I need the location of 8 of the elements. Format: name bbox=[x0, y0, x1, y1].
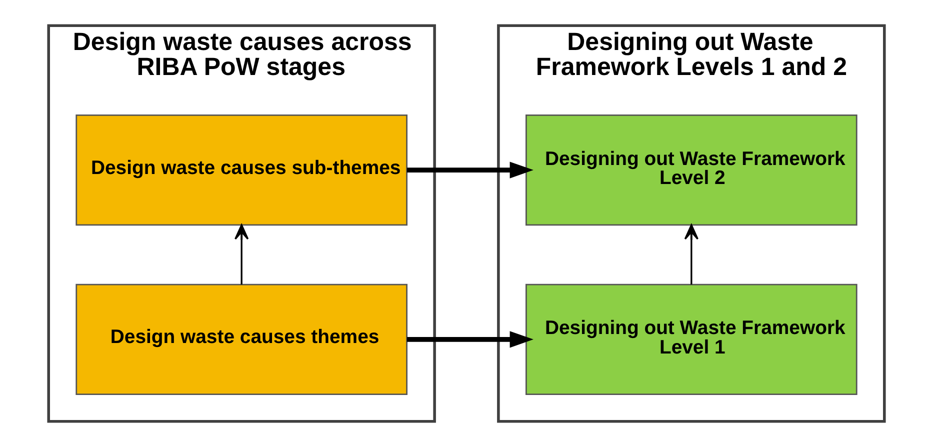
arrow bbox=[406, 161, 533, 178]
arrow bbox=[234, 224, 248, 284]
arrow bbox=[684, 224, 698, 284]
arrow bbox=[406, 330, 533, 348]
node-box: Designing out Waste Framework Level 2 bbox=[525, 114, 857, 226]
node-box: Design waste causes sub-themes bbox=[75, 114, 407, 226]
node-box: Design waste causes themes bbox=[75, 283, 407, 394]
node-box: Designing out Waste Framework Level 1 bbox=[525, 283, 857, 394]
